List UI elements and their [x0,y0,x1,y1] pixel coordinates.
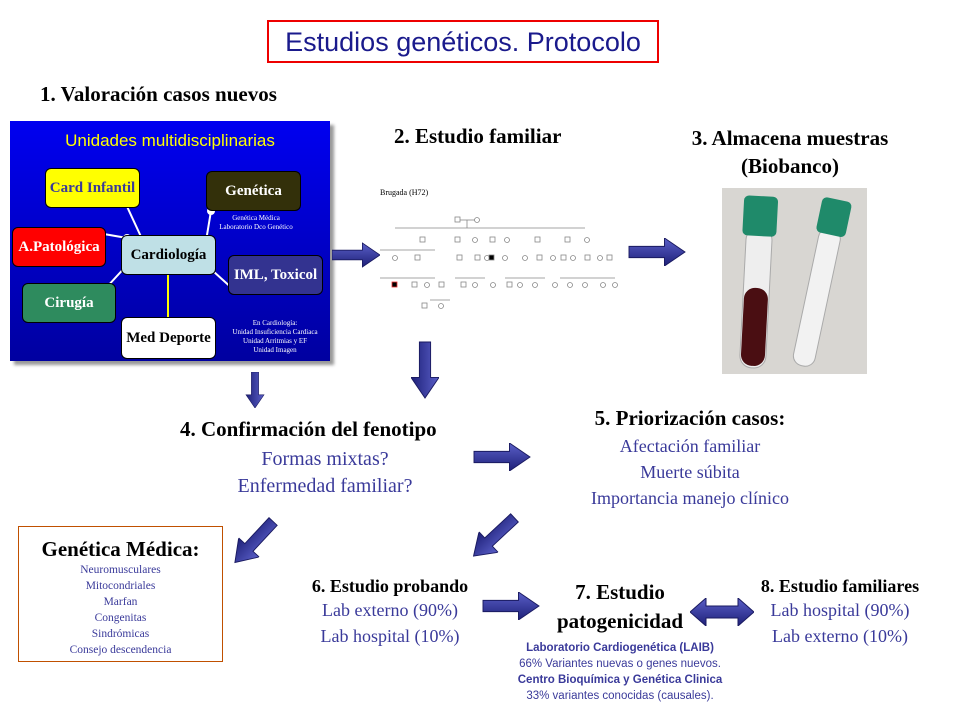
step6: 6. Estudio probando Lab externo (90%) La… [311,576,469,646]
unit-med-deporte: Med Deporte [121,317,216,359]
arrow-icon [245,372,265,408]
arrow-icon [411,341,439,399]
step1-heading: 1. Valoración casos nuevos [40,82,277,106]
biobank-tubes-photo [722,188,867,374]
step4-lines: Formas mixtas?Enfermedad familiar? [237,448,413,497]
double-arrow-icon [690,598,754,626]
unit-card-infantil: Card Infantil [45,168,140,208]
unit-cirugia: Cirugía [22,283,116,323]
slide-title: Estudios genéticos. Protocolo [267,20,659,63]
arrow-icon [482,592,540,620]
pedigree-title: Brugada (H72) [380,188,429,197]
unit-cardiologia: Cardiología [121,235,216,275]
arrow-icon [473,443,531,471]
cardiologia-notes: En Cardiología:Unidad Insuficiencia Card… [232,319,318,354]
panel-title: Unidades multidisciplinarias [65,131,275,150]
arrow-icon [224,511,284,573]
unit-genetica: Genética [206,171,301,211]
pedigree-chart [380,216,618,309]
step7-labs: Laboratorio Cardiogenética (LAIB)66% Var… [517,642,723,702]
arrow-icon [332,242,380,268]
genetica-medica-heading: Genética Médica: [41,537,200,561]
step3-heading: 3. Almacena muestras(Biobanco) [691,126,889,178]
step5-heading: 5. Priorización casos: [594,406,786,430]
step2-heading: 2. Estudio familiar [394,124,562,148]
multidisciplinary-units-panel: Unidades multidisciplinarias Card Infant… [10,121,330,361]
unit-iml-toxicol: IML, Toxicol [228,255,323,295]
step8: 8. Estudio familiares Lab hospital (90%)… [760,576,920,646]
step4-heading: 4. Confirmación del fenotipo [180,417,437,441]
arrow-icon [628,238,686,266]
arrow-icon [463,507,525,567]
unit-anatomia-patologica: A.Patológica [12,227,106,267]
